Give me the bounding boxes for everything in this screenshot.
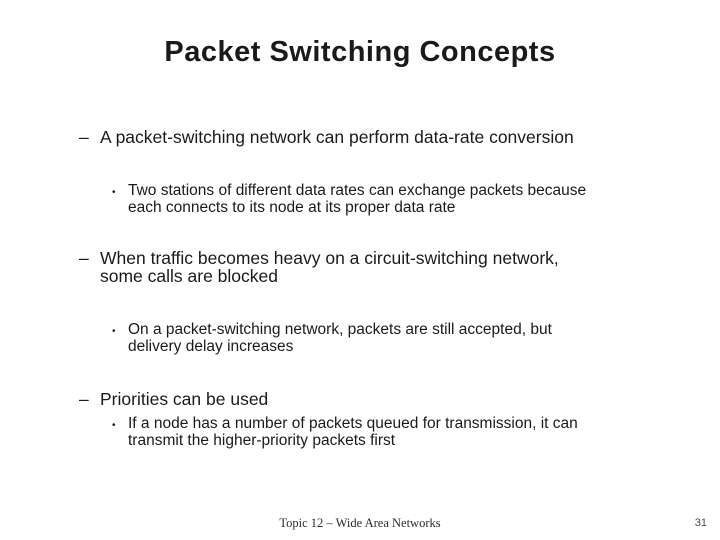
- page-number: 31: [694, 517, 707, 529]
- dot-bullet-icon: •: [112, 187, 116, 198]
- bullet-text: Priorities can be used: [100, 389, 269, 409]
- bullet-item: • Two stations of different data rates c…: [112, 182, 687, 216]
- bullet-item: – When traffic becomes heavy on a circui…: [79, 249, 679, 285]
- dash-bullet-icon: –: [79, 248, 89, 268]
- bullet-item: • If a node has a number of packets queu…: [112, 415, 687, 449]
- dot-bullet-icon: •: [112, 326, 116, 337]
- page-title: Packet Switching Concepts: [164, 36, 556, 68]
- dash-bullet-icon: –: [79, 389, 89, 409]
- dot-bullet-icon: •: [112, 420, 116, 431]
- bullet-text: When traffic becomes heavy on a circuit-…: [100, 248, 559, 286]
- bullet-text: Two stations of different data rates can…: [128, 182, 587, 216]
- footer-text: Topic 12 – Wide Area Networks: [279, 516, 441, 530]
- bullet-text: On a packet-switching network, packets a…: [128, 321, 552, 355]
- bullet-text: A packet-switching network can perform d…: [100, 127, 574, 147]
- bullet-item: • On a packet-switching network, packets…: [112, 321, 687, 355]
- bullet-text: If a node has a number of packets queued…: [128, 415, 578, 449]
- bullet-item: – Priorities can be used: [79, 390, 679, 408]
- bullet-item: – A packet-switching network can perform…: [79, 128, 679, 146]
- dash-bullet-icon: –: [79, 127, 89, 147]
